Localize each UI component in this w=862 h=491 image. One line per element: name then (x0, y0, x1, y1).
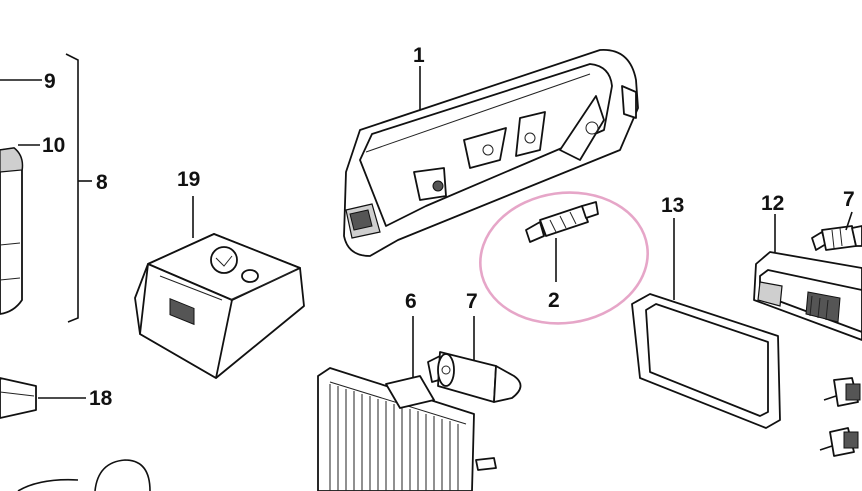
pad-18[interactable] (0, 377, 37, 419)
label-2: 2 (548, 289, 560, 312)
lens-ribs (329, 384, 459, 491)
lamp-housing-left[interactable] (0, 147, 24, 315)
leader-7-right (845, 211, 853, 231)
label-7-middle: 7 (466, 290, 478, 313)
label-19: 19 (177, 168, 200, 191)
wire (94, 459, 151, 491)
box-19[interactable] (134, 233, 305, 379)
label-13: 13 (661, 194, 684, 217)
label-7-right: 7 (843, 188, 855, 211)
festoon-bulb-2[interactable] (525, 201, 599, 243)
lens-6[interactable] (317, 367, 497, 491)
label-9: 9 (44, 70, 56, 93)
bulb-7-middle[interactable] (427, 351, 522, 403)
bulb-7-right[interactable] (811, 225, 862, 251)
lamp-housing-12[interactable] (753, 251, 862, 341)
label-12: 12 (761, 192, 784, 215)
bracket-8 (65, 53, 92, 323)
wire-lead (17, 478, 79, 491)
connector-upper[interactable] (823, 377, 861, 407)
lamp-housing-1[interactable] (343, 49, 639, 257)
label-18: 18 (89, 387, 113, 410)
gasket-13[interactable] (631, 293, 781, 429)
connector-lower[interactable] (819, 427, 859, 457)
label-1: 1 (413, 44, 425, 67)
label-10: 10 (42, 134, 65, 157)
label-8: 8 (96, 171, 108, 194)
highlight-circle (479, 191, 649, 325)
label-6: 6 (405, 290, 417, 313)
